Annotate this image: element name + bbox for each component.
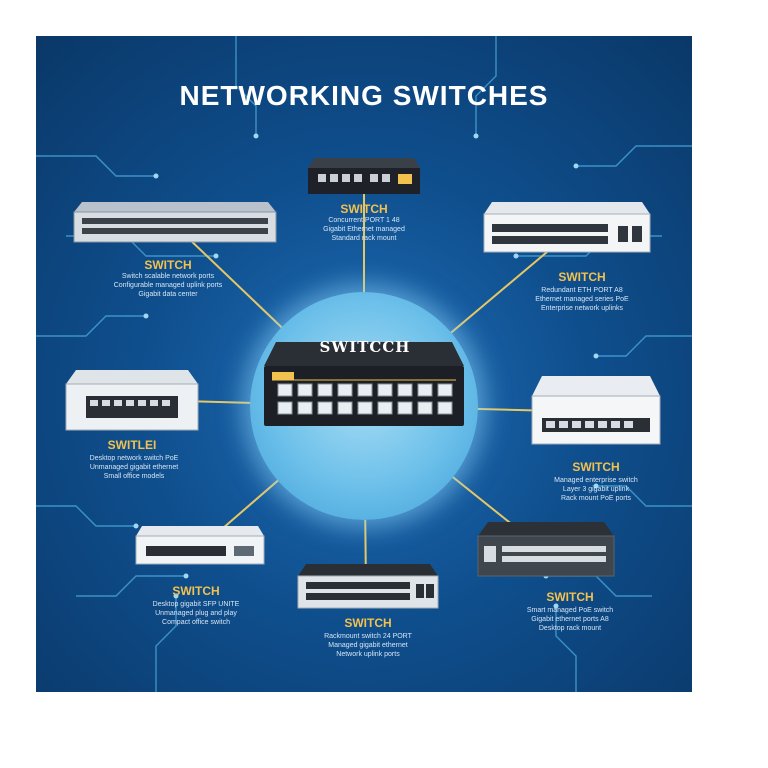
switch-label-bottom-left: SWITCH <box>172 584 220 598</box>
circuit-trace <box>76 575 186 597</box>
switch-image-top-right <box>483 202 651 253</box>
circuit-node <box>593 353 599 359</box>
circuit-trace <box>36 155 156 177</box>
circuit-trace <box>596 485 692 507</box>
circuit-node <box>513 253 519 259</box>
circuit-node <box>253 133 259 139</box>
circuit-trace <box>475 36 497 136</box>
switch-image-middle-right <box>531 376 661 445</box>
switch-image-middle-left <box>65 370 199 431</box>
switch-label-middle-right: SWITCH <box>572 460 620 474</box>
circuit-trace <box>155 596 177 692</box>
switch-label-bottom-center: SWITCH <box>344 616 392 630</box>
switch-label-middle-left: SWITLEI <box>107 438 157 452</box>
circuit-node <box>153 173 159 179</box>
circuit-node <box>183 573 189 579</box>
circuit-node <box>573 163 579 169</box>
page-title: NETWORKING SWITCHES <box>179 80 549 111</box>
circuit-node <box>553 603 559 609</box>
switch-label-top-center: SWITCH <box>340 202 388 216</box>
switch-image-top-center <box>308 158 420 194</box>
circuit-node <box>173 593 179 599</box>
switch-image-bottom-left <box>135 526 265 565</box>
switch-label-top-left: SWITCH <box>144 258 192 272</box>
circuit-trace <box>36 315 146 337</box>
central-switch-image <box>264 342 464 426</box>
switch-label-bottom-right: SWITCH <box>546 590 594 604</box>
circuit-node <box>593 483 599 489</box>
circuit-trace <box>576 145 692 167</box>
circuit-node <box>473 133 479 139</box>
circuit-trace <box>555 606 577 692</box>
circuit-trace <box>235 36 257 136</box>
switch-image-top-left <box>73 202 277 243</box>
central-switch-label: SWITCCH <box>319 338 411 356</box>
switch-image-bottom-right <box>477 522 615 577</box>
circuit-trace <box>596 335 692 357</box>
infographic-poster: NETWORKING SWITCHES SWITCCH SWITCH Switc… <box>36 36 692 692</box>
switch-label-top-right: SWITCH <box>558 270 606 284</box>
circuit-node <box>143 313 149 319</box>
circuit-node <box>213 253 219 259</box>
circuit-node <box>133 523 139 529</box>
switch-image-bottom-center <box>297 564 439 609</box>
circuit-trace <box>36 505 136 527</box>
